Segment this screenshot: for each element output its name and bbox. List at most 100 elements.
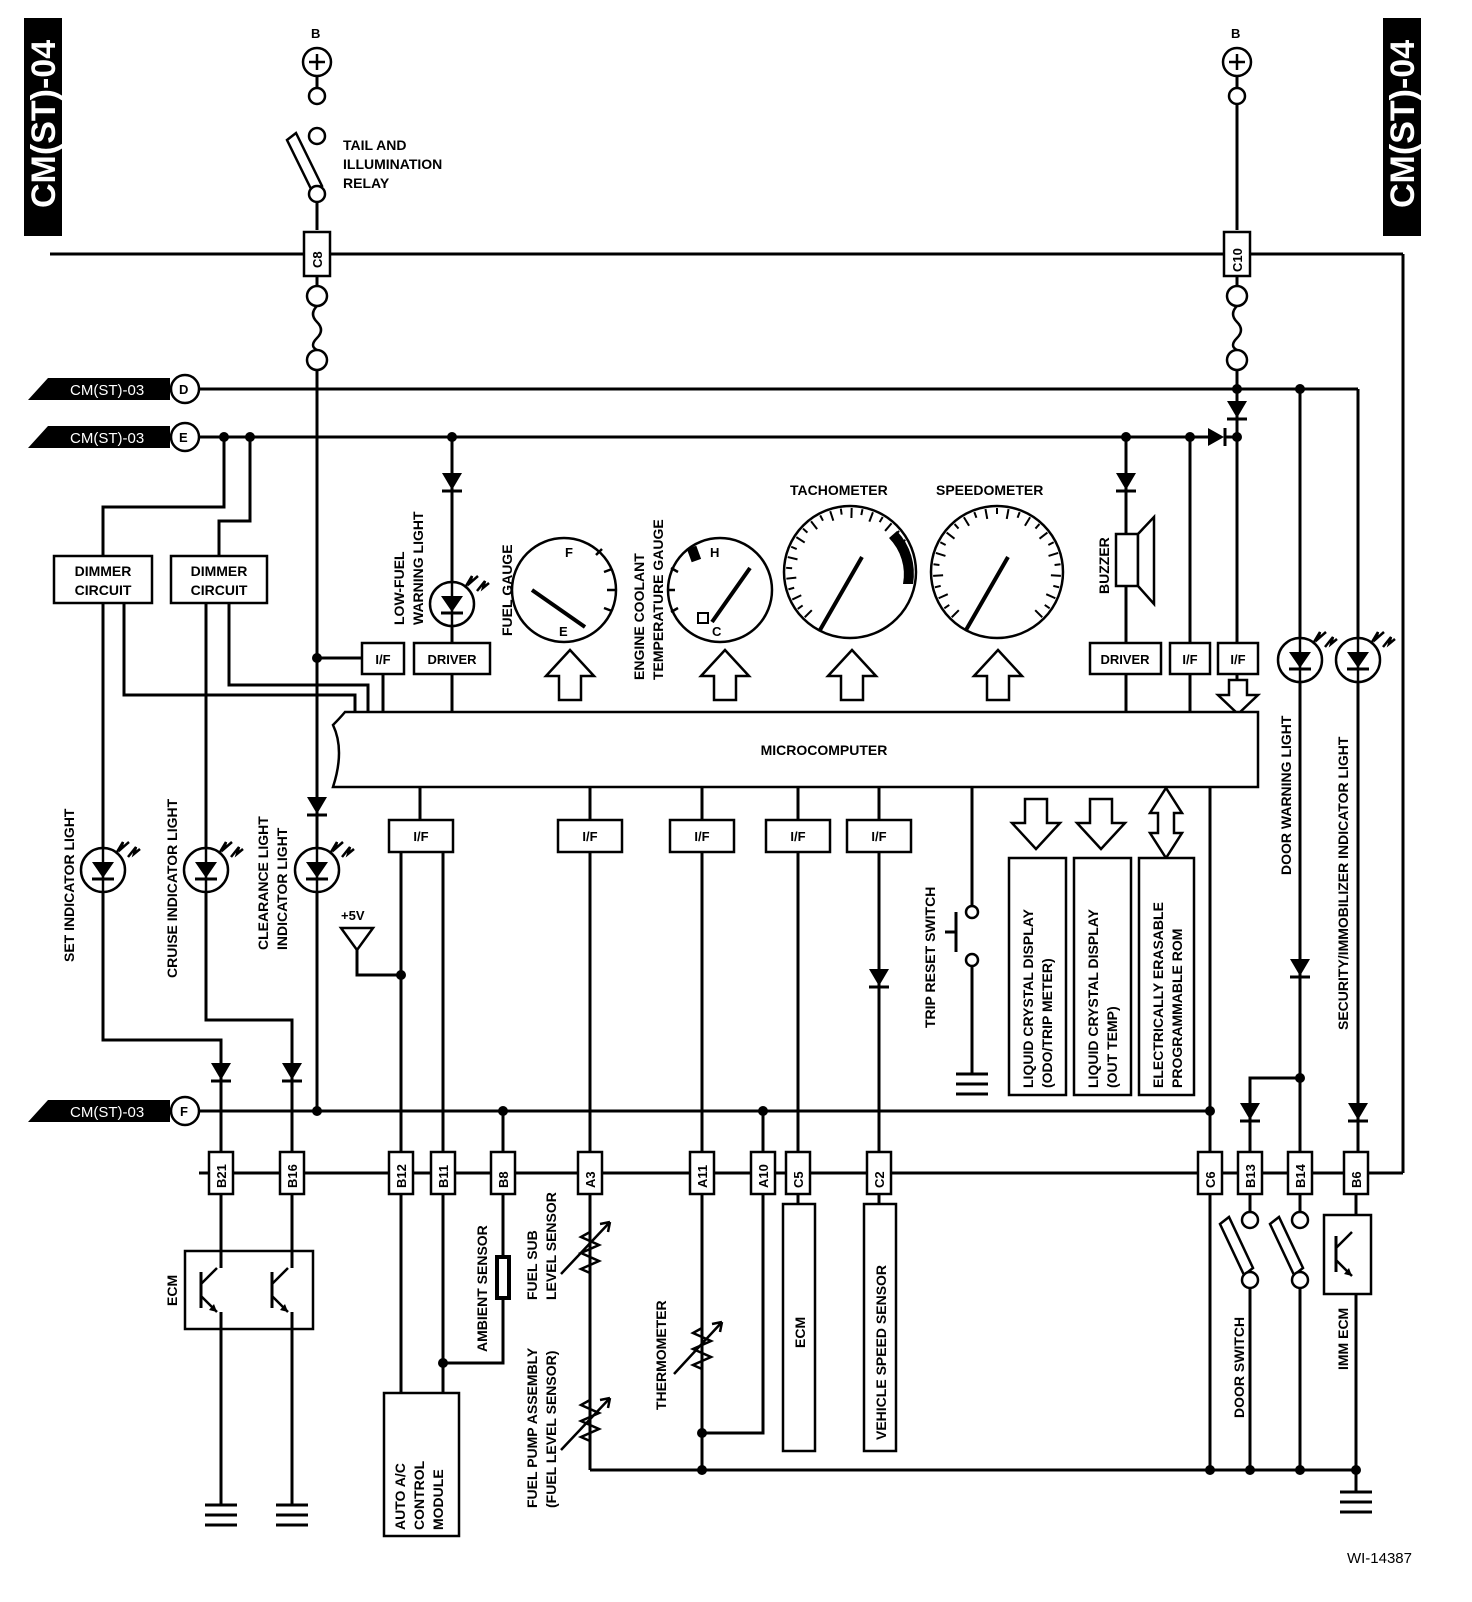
cruise-indicator-label: CRUISE INDICATOR LIGHT [164,798,180,978]
clearance-label-2: INDICATOR LIGHT [274,827,290,950]
coolant-temperature-gauge: H C [666,536,774,644]
connector-c5-label: C5 [791,1171,806,1188]
gauge-tick [786,576,797,580]
gauge-tick [1024,516,1031,527]
security-indicator-label: SECURITY/IMMOBILIZER INDICATOR LIGHT [1335,736,1351,1030]
driver-label-1: DRIVER [427,652,477,667]
if-label-b: I/F [413,829,428,844]
dimmer-2-label-1: DIMMER [191,563,248,579]
speedometer-label: SPEEDOMETER [936,482,1043,498]
connector-b8-label: B8 [496,1171,511,1188]
gauge-tick [860,509,864,516]
connector-c8-label: C8 [310,251,325,268]
tachometer [782,504,918,640]
gauge-tick [973,511,978,519]
fuel-pump-label-2: (FUEL LEVEL SENSOR) [543,1351,559,1508]
fuel-gauge-label: FUEL GAUGE [499,544,515,636]
connector-c8: C8 [302,230,332,278]
fuel-pump-label-1: FUEL PUMP ASSEMBLY [524,1347,540,1508]
ecm-middle: ECM [781,1202,817,1453]
connector-b14-label: B14 [1293,1163,1308,1188]
gauge-tick [829,510,835,521]
gauge-tick [804,609,813,618]
connector-b21-label: B21 [214,1164,229,1188]
if-box-right-2: I/F [1216,641,1260,676]
gauge-tick [963,516,970,527]
connector-a10 [749,1150,777,1196]
thermometer-label: THERMOMETER [653,1300,669,1410]
cm-st-03-d: CM(ST)-03 D [28,373,201,405]
fuse-left [305,276,329,1110]
gauge-tick [1050,574,1061,577]
clearance-label-1: CLEARANCE LIGHT [255,816,271,950]
gauge-tick [893,530,900,536]
connector-b8 [489,1150,517,1196]
gauge-tick [1048,552,1059,557]
gauge-tick [1034,609,1043,618]
tachometer-label: TACHOMETER [790,482,888,498]
trip-reset-label: TRIP RESET SWITCH [922,887,938,1028]
low-fuel-label-1: LOW-FUEL [391,551,407,625]
vehicle-speed-sensor: VEHICLE SPEED SENSOR [862,1202,898,1453]
gauge-tick [933,563,940,567]
gauge-tick [787,556,798,561]
gauge-tick [896,539,906,546]
tail-relay-label-3: RELAY [343,175,390,191]
tail-relay-label-1: TAIL AND [343,137,407,153]
tail-relay-label-2: ILLUMINATION [343,156,442,172]
connector-c10: C10 [1222,230,1252,278]
if-box-clearance: I/F [360,641,406,676]
gauge-tick [810,520,818,530]
connector-b16 [278,1150,306,1196]
if-box-c2: I/F [845,818,913,854]
connector-c6-label: C6 [1203,1171,1218,1188]
gauge-tick [934,584,941,589]
cm-st-03-d-text: CM(ST)-03 [70,382,144,399]
connector-b11 [429,1150,457,1196]
gauge-tick [802,527,809,534]
connector-b6 [1342,1150,1370,1196]
security-indicator-light [1334,630,1397,684]
imm-ecm [1322,1213,1373,1296]
driver-box-low-fuel: DRIVER [412,641,492,676]
buzzer-label: BUZZER [1096,537,1112,594]
if-box-a3: I/F [556,818,624,854]
plus-5v-label: +5V [341,908,365,923]
conn-d-letter: D [179,382,188,397]
connector-b12-label: B12 [394,1164,409,1188]
dimmer-circuit-2: DIMMER CIRCUIT [169,554,269,605]
fuel-gauge: F E [510,536,618,644]
page-tag-right-text: CM(ST)-04 [1384,40,1422,208]
connector-a10-label: A10 [756,1164,771,1188]
gauge-tick [1044,604,1051,610]
gauge-tick [1005,508,1010,520]
auto-ac-label-1: AUTO A/C [392,1463,408,1530]
cm-st-03-f: CM(ST)-03 F [28,1095,201,1127]
coolant-gauge-h: H [710,545,719,560]
cm-st-03-f-text: CM(ST)-03 [70,1104,144,1121]
gauge-tick [1053,584,1060,589]
connector-c2-label: C2 [872,1171,887,1188]
cm-st-03-e-text: CM(ST)-03 [70,430,144,447]
gauge-tick [939,541,947,546]
if-box-right-1: I/F [1168,641,1212,676]
lcd-odo-label-1: LIQUID CRYSTAL DISPLAY [1020,908,1036,1088]
conn-e-letter: E [179,430,188,445]
gauge-tick [1034,523,1041,530]
gauge-tick [1038,531,1048,540]
auto-ac-label-3: MODULE [430,1469,446,1530]
clearance-indicator-light [293,840,356,894]
page-tag-right: CM(ST)-04 [1383,18,1422,236]
connector-b13 [1236,1150,1264,1196]
vehicle-speed-label: VEHICLE SPEED SENSOR [873,1265,889,1440]
set-indicator-light [79,840,142,894]
battery-left: B [285,26,333,230]
ecm-left: ECM [164,1194,315,1527]
microcomputer: MICROCOMPUTER [331,710,1260,789]
gauge-tick [951,609,960,618]
connector-b11-label: B11 [436,1165,451,1188]
if-box-c5: I/F [764,818,832,854]
connector-c10-label: C10 [1230,248,1245,272]
